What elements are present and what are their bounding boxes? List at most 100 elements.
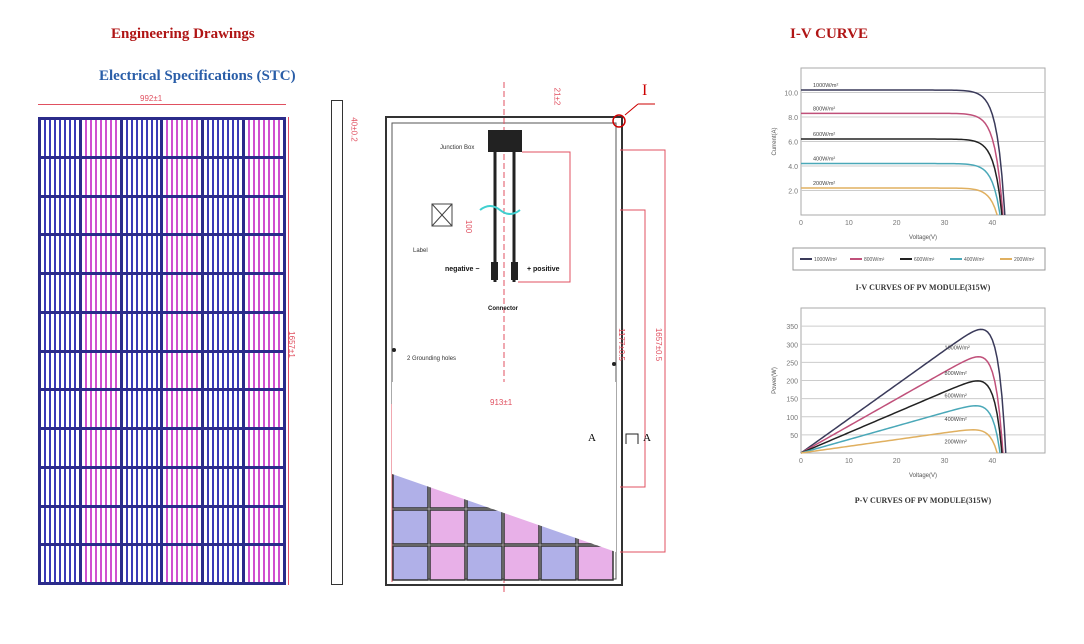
legend-label: 400W/m² bbox=[964, 257, 985, 263]
solar-panel-front-view bbox=[38, 117, 286, 585]
inner-width-dimension: 913±1 bbox=[490, 398, 513, 407]
solar-cell bbox=[245, 158, 283, 195]
solar-cell bbox=[245, 430, 283, 466]
solar-cell bbox=[204, 275, 243, 311]
solar-cell bbox=[81, 120, 120, 156]
solar-cell bbox=[204, 236, 243, 272]
thickness-dimension: 40±0.2 bbox=[349, 117, 359, 142]
y-tick-label: 50 bbox=[790, 433, 798, 440]
solar-cell bbox=[81, 275, 120, 311]
solar-cell bbox=[163, 507, 202, 544]
cutaway-cell bbox=[392, 509, 429, 545]
series-line bbox=[800, 380, 1003, 454]
series-label: 200W/m² bbox=[945, 439, 967, 445]
solar-cell bbox=[204, 313, 243, 350]
width-dimension-line bbox=[38, 104, 286, 105]
x-axis-label: Voltage(V) bbox=[909, 473, 937, 479]
width-dimension: 992±1 bbox=[140, 94, 163, 103]
positive-label: + positive bbox=[527, 266, 560, 273]
y-tick-label: 200 bbox=[786, 379, 798, 386]
section-a-right: A bbox=[643, 432, 651, 444]
x-tick-label: 10 bbox=[845, 458, 853, 465]
electrical-specs-heading: Electrical Specifications (STC) bbox=[99, 68, 296, 84]
junction-box-label: Junction Box bbox=[440, 145, 475, 151]
solar-cell bbox=[41, 546, 79, 582]
series-label: 800W/m² bbox=[813, 106, 835, 112]
solar-cell bbox=[41, 236, 79, 272]
panel-back-view bbox=[385, 82, 666, 592]
series-label: 400W/m² bbox=[813, 157, 835, 163]
cutaway-cell bbox=[429, 509, 466, 545]
solar-cell bbox=[204, 197, 243, 234]
solar-cell bbox=[204, 391, 243, 427]
panel-side-view bbox=[331, 100, 343, 585]
x-tick-label: 40 bbox=[988, 458, 996, 465]
series-line bbox=[801, 162, 1001, 216]
cutaway-cell bbox=[466, 509, 503, 545]
section-a-left: A bbox=[588, 432, 596, 444]
y-tick-label: 4.0 bbox=[788, 164, 798, 171]
solar-cell bbox=[245, 391, 283, 427]
chart-title: P-V CURVES OF PV MODULE(315W) bbox=[855, 496, 992, 505]
solar-cell bbox=[81, 507, 120, 544]
series-label: 400W/m² bbox=[945, 417, 967, 423]
cutaway-cell bbox=[429, 545, 466, 581]
solar-cell bbox=[41, 391, 79, 427]
y-tick-label: 8.0 bbox=[788, 115, 798, 122]
cutaway-cell bbox=[540, 545, 577, 581]
series-label: 200W/m² bbox=[813, 181, 835, 187]
solar-cell bbox=[81, 158, 120, 195]
x-tick-label: 0 bbox=[799, 458, 803, 465]
solar-cell bbox=[81, 546, 120, 582]
x-tick-label: 0 bbox=[799, 220, 803, 227]
solar-cell bbox=[81, 313, 120, 350]
x-tick-label: 40 bbox=[988, 220, 996, 227]
solar-cell bbox=[122, 391, 161, 427]
y-tick-label: 6.0 bbox=[788, 140, 798, 147]
series-label: 800W/m² bbox=[945, 371, 967, 377]
x-tick-label: 10 bbox=[845, 220, 853, 227]
label-dimension: 100 bbox=[464, 219, 474, 234]
solar-cell bbox=[204, 468, 243, 505]
cutaway-mask bbox=[392, 382, 616, 552]
solar-cell bbox=[122, 120, 161, 156]
height-dimension-line bbox=[288, 117, 289, 585]
iv-curve-heading: I-V CURVE bbox=[790, 26, 868, 42]
solar-cell bbox=[163, 546, 202, 582]
y-axis-label: Current(A) bbox=[772, 127, 778, 155]
series-line bbox=[801, 89, 1006, 216]
label-callout: Label bbox=[413, 248, 428, 254]
series-line bbox=[801, 138, 1003, 216]
solar-cell bbox=[41, 275, 79, 311]
y-tick-label: 300 bbox=[786, 342, 798, 349]
series-line bbox=[800, 328, 1007, 454]
solar-cell bbox=[81, 391, 120, 427]
series-label: 600W/m² bbox=[813, 132, 835, 138]
solar-cell bbox=[163, 158, 202, 195]
solar-cell bbox=[204, 546, 243, 582]
solar-cell bbox=[81, 236, 120, 272]
series-label: 600W/m² bbox=[945, 394, 967, 400]
series-line bbox=[800, 404, 1001, 454]
solar-cell bbox=[163, 391, 202, 427]
solar-cell bbox=[204, 158, 243, 195]
solar-cell bbox=[163, 275, 202, 311]
solar-cell bbox=[41, 352, 79, 389]
x-tick-label: 20 bbox=[893, 220, 901, 227]
detail-mark: I bbox=[642, 82, 648, 99]
cutaway-cell bbox=[466, 545, 503, 581]
solar-cell bbox=[245, 275, 283, 311]
x-axis-label: Voltage(V) bbox=[909, 235, 937, 241]
series-label: 1000W/m² bbox=[813, 83, 839, 89]
solar-cell bbox=[122, 507, 161, 544]
solar-cell bbox=[81, 352, 120, 389]
chart-title: I-V CURVES OF PV MODULE(315W) bbox=[856, 283, 991, 292]
solar-cell bbox=[41, 468, 79, 505]
solar-cell bbox=[163, 430, 202, 466]
solar-cell bbox=[122, 313, 161, 350]
solar-cell bbox=[245, 546, 283, 582]
y-tick-label: 10.0 bbox=[784, 91, 798, 98]
solar-cell bbox=[41, 158, 79, 195]
top-dimension: 21±2 bbox=[552, 87, 562, 106]
